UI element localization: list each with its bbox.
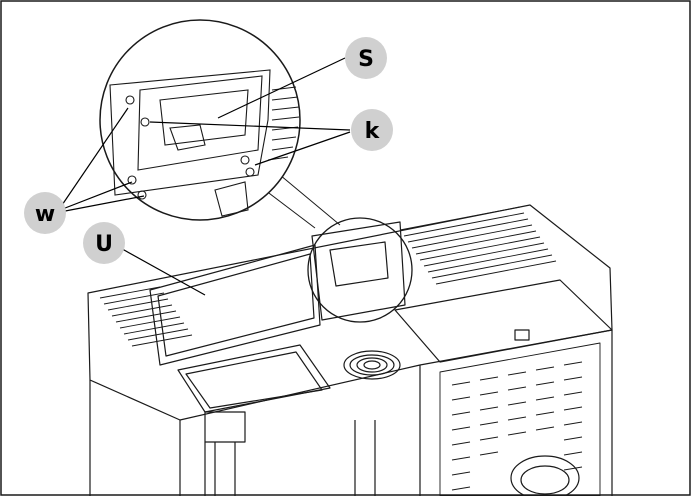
tank-opening (177, 344, 331, 413)
callout-w: w (24, 192, 66, 234)
magnified-window (159, 89, 249, 146)
fan-grille (343, 350, 401, 380)
callout-S: S (345, 37, 387, 79)
detail-circle-small (307, 217, 413, 323)
magnifier-circle (99, 19, 301, 221)
tank-inner (185, 351, 323, 409)
front-fan-housing (510, 455, 580, 496)
service-cover (311, 221, 406, 321)
callout-k: k (351, 109, 393, 151)
callout-k-label: k (365, 119, 381, 144)
open-lid-inner (157, 253, 315, 357)
service-window (329, 241, 389, 287)
top-vent-left (99, 286, 193, 347)
appliance-drawing (87, 204, 613, 496)
magnified-detail (99, 19, 301, 221)
top-vent-right (399, 206, 557, 285)
callout-w-label: w (35, 202, 55, 227)
open-lid (149, 244, 321, 366)
front-vent-grid (439, 342, 601, 496)
magnified-latch (214, 181, 249, 217)
hinge-bracket (204, 411, 246, 443)
callout-U: U (83, 222, 125, 264)
callout-U-label: U (95, 232, 113, 257)
callout-S-label: S (358, 47, 374, 72)
magnified-cover (109, 69, 271, 196)
cover-tab (514, 329, 530, 341)
leader-lines (59, 57, 351, 296)
